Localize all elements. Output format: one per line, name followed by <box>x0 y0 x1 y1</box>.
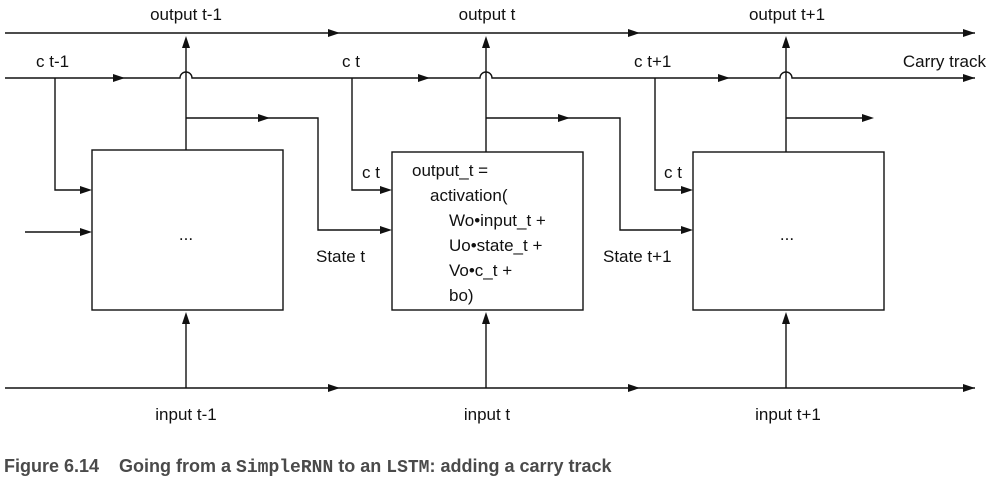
caption-text-3: : adding a carry track <box>429 456 612 476</box>
cell-left-input-arrow <box>182 312 190 324</box>
carry-drop-middle-arrow <box>380 186 392 194</box>
state-wire-2-arrow-b <box>681 226 693 234</box>
output-line-arrow-3 <box>963 29 975 37</box>
cell-middle-line-5: Vo•c_t + <box>449 261 512 280</box>
cell-right-output-arrow <box>782 36 790 48</box>
cell-middle-input-arrow <box>482 312 490 324</box>
caption-code-lstm: LSTM <box>386 458 430 478</box>
box-carry-label-middle: c t <box>362 163 380 182</box>
carry-label-t: c t <box>342 52 360 71</box>
cell-box-right <box>692 151 885 311</box>
state-label-t+1: State t+1 <box>603 247 672 266</box>
carry-drop-left <box>54 78 86 191</box>
carry-arrow-end <box>963 74 975 82</box>
cell-box-left <box>91 149 284 311</box>
box-carry-label-right: c t <box>664 163 682 182</box>
carry-track-line <box>5 71 975 79</box>
state-wire-2-arrow-a <box>558 114 570 122</box>
input-label-t-1: input t-1 <box>155 405 216 424</box>
state-wire-1-arrow-b <box>380 226 392 234</box>
output-line-arrow-2 <box>628 29 640 37</box>
cell-left-output-arrow <box>182 36 190 48</box>
input-line-arrow-2 <box>628 384 640 392</box>
caption-code-simplernn: SimpleRNN <box>236 458 334 478</box>
cell-right-input-arrow <box>782 312 790 324</box>
carry-arrow-2 <box>418 74 430 82</box>
carry-label-t-1: c t-1 <box>36 52 69 71</box>
cell-middle-output-arrow <box>482 36 490 48</box>
input-label-t: input t <box>464 405 511 424</box>
carry-drop-right <box>654 78 687 191</box>
state-wire-1-arrow-a <box>258 114 270 122</box>
carry-label-t+1: c t+1 <box>634 52 671 71</box>
state-wire-1 <box>186 117 386 231</box>
caption-text-2: to an <box>333 456 387 476</box>
input-label-t+1: input t+1 <box>755 405 821 424</box>
cell-middle-line-1: output_t = <box>412 161 488 180</box>
cell-right-ellipsis: ... <box>780 225 794 244</box>
cell-left-ellipsis: ... <box>179 225 193 244</box>
cell-middle-line-6: bo) <box>449 286 474 305</box>
input-line-arrow-1 <box>328 384 340 392</box>
figure-number: Figure 6.14 <box>4 456 100 476</box>
cell-middle-line-4: Uo•state_t + <box>449 236 542 255</box>
output-label-t-1: output t-1 <box>150 5 222 24</box>
state-in-left-arrow <box>80 228 92 236</box>
output-line-arrow-1 <box>328 29 340 37</box>
cell-middle-line-3: Wo•input_t + <box>449 211 546 230</box>
carry-arrow-1 <box>113 74 125 82</box>
carry-arrow-3 <box>718 74 730 82</box>
carry-drop-right-arrow <box>681 186 693 194</box>
caption-text-1: Going from a <box>119 456 237 476</box>
input-line-arrow-3 <box>963 384 975 392</box>
carry-drop-middle <box>351 78 386 191</box>
state-out-right-arrow <box>862 114 874 122</box>
carry-drop-left-arrow <box>80 186 92 194</box>
state-wire-2 <box>486 117 687 231</box>
state-label-t: State t <box>316 247 365 266</box>
carry-track-label: Carry track <box>903 52 987 71</box>
cell-middle-line-2: activation( <box>430 186 508 205</box>
cell-box-middle <box>391 151 584 311</box>
output-label-t+1: output t+1 <box>749 5 825 24</box>
output-label-t: output t <box>459 5 516 24</box>
